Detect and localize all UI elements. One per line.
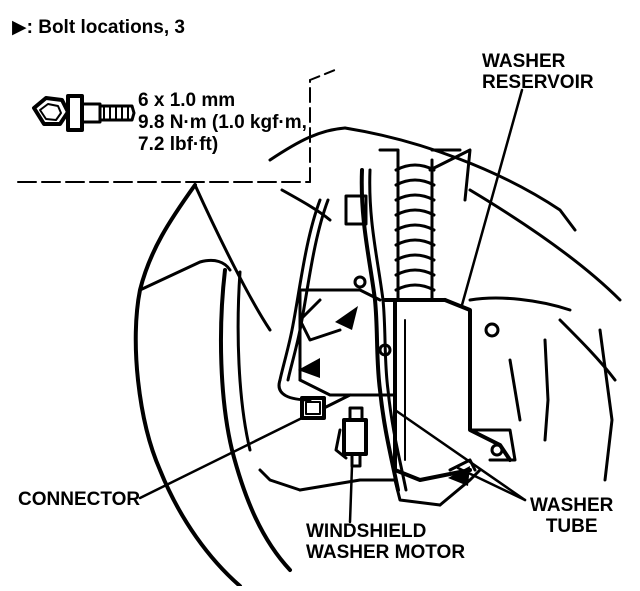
bolt-marker-2	[298, 358, 320, 378]
washer-reservoir-label-line1: WASHER	[482, 51, 566, 72]
washer-motor-label-line2: WASHER MOTOR	[306, 541, 466, 563]
bolt-marker-1	[335, 306, 358, 330]
legend-text: : Bolt locations, 3	[26, 17, 185, 38]
legend-marker: ▶	[12, 17, 27, 38]
bolt-marker-3	[448, 466, 470, 486]
bolt-spec-torque: 9.8 N·m (1.0 kgf·m,	[138, 111, 307, 133]
washer-motor-label: WINDSHIELD WASHER MOTOR	[306, 521, 466, 564]
body-panel	[343, 126, 622, 482]
washer-tube-label-line1: WASHER	[530, 495, 614, 516]
bolt-spec-torque-imperial: 7.2 lbf·ft)	[138, 133, 219, 155]
mount-bolts	[353, 275, 504, 457]
bolt-spec: 6 x 1.0 mm 9.8 N·m (1.0 kgf·m, 7.2 lbf·f…	[138, 90, 307, 156]
reservoir-filler-neck	[344, 148, 472, 302]
fender-outline	[133, 126, 347, 588]
legend: ▶: Bolt locations, 3	[12, 17, 185, 39]
inset-box	[17, 69, 336, 183]
connector-part	[300, 393, 352, 420]
bolt-spec-size: 6 x 1.0 mm	[138, 90, 236, 111]
motor-part	[334, 406, 368, 468]
bolt-illustration	[32, 94, 136, 132]
bolt-markers	[298, 306, 470, 486]
washer-reservoir-label-line2: RESERVOIR	[482, 71, 594, 93]
washer-tube-path	[277, 168, 408, 492]
washer-tube-label: WASHER TUBE	[530, 495, 614, 538]
washer-reservoir-label: WASHER RESERVOIR	[482, 51, 594, 94]
washer-tube-label-line2: TUBE	[545, 515, 598, 537]
washer-motor-label-line1: WINDSHIELD	[306, 521, 427, 542]
connector-label: CONNECTOR	[18, 489, 141, 510]
